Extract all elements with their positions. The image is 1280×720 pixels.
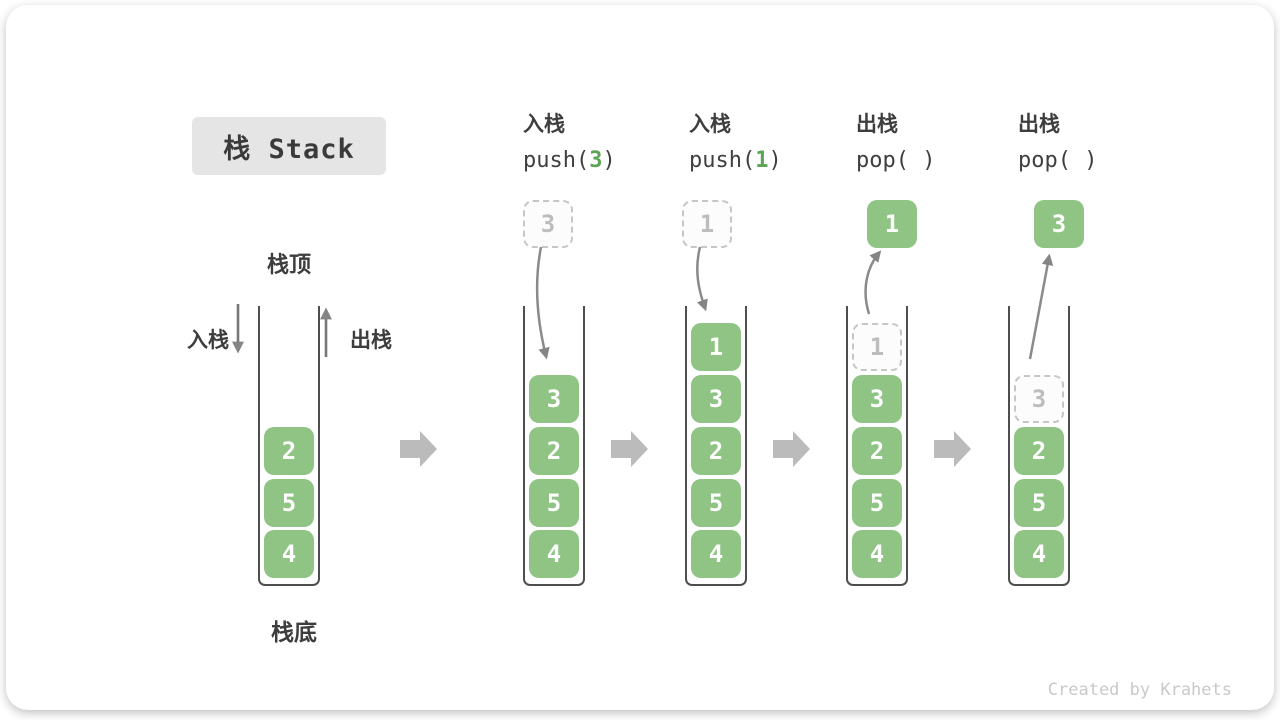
push-arg-value: 3 bbox=[589, 148, 603, 173]
stack-cell-ghost: 1 bbox=[852, 323, 902, 371]
push-side-label: 入栈 bbox=[187, 329, 229, 352]
push-arg-value: 1 bbox=[755, 148, 769, 173]
stack-cell: 5 bbox=[264, 479, 314, 527]
pop-side-label: 出栈 bbox=[350, 329, 392, 352]
stack-cell: 5 bbox=[691, 479, 741, 527]
stack-container-4: 1 3 2 5 4 bbox=[846, 306, 908, 586]
title-badge: 栈 Stack bbox=[192, 117, 386, 175]
stack-cell: 2 bbox=[264, 427, 314, 475]
stack-container-1: 2 5 4 bbox=[258, 306, 320, 586]
diagram-card: 栈 Stack 入栈 push(3) 入栈 push(1) 出栈 pop( ) … bbox=[6, 5, 1274, 710]
page-title: 栈 Stack bbox=[223, 133, 355, 165]
stack-cell: 4 bbox=[529, 530, 579, 578]
stack-cell: 2 bbox=[852, 427, 902, 475]
operation-code: pop( ) bbox=[856, 148, 936, 173]
stack-cell: 4 bbox=[852, 530, 902, 578]
stack-top-label: 栈顶 bbox=[266, 252, 312, 277]
operation-label-push-3: 入栈 push(3) bbox=[523, 108, 616, 173]
stack-cell: 3 bbox=[852, 375, 902, 423]
stack-cell: 3 bbox=[691, 375, 741, 423]
floating-value-ghost-3: 3 bbox=[523, 200, 573, 248]
operation-cn-label: 出栈 bbox=[1018, 113, 1060, 136]
stack-container-2: 3 2 5 4 bbox=[523, 306, 585, 586]
stack-cell: 5 bbox=[529, 479, 579, 527]
operation-cn-label: 出栈 bbox=[856, 113, 898, 136]
watermark: Created by Krahets bbox=[1047, 680, 1232, 700]
stack-cell: 4 bbox=[264, 530, 314, 578]
stack-cell: 5 bbox=[1014, 479, 1064, 527]
operation-label-push-1: 入栈 push(1) bbox=[689, 108, 782, 173]
stack-cell: 5 bbox=[852, 479, 902, 527]
stack-bottom-label: 栈底 bbox=[271, 619, 317, 645]
stack-cell: 2 bbox=[1014, 427, 1064, 475]
stack-cell: 4 bbox=[691, 530, 741, 578]
floating-value-ghost-1: 1 bbox=[682, 200, 732, 248]
operation-code: push(3) bbox=[523, 148, 616, 173]
stack-cell: 1 bbox=[691, 323, 741, 371]
operation-label-pop-1: 出栈 pop( ) bbox=[856, 108, 935, 173]
operation-label-pop-3: 出栈 pop( ) bbox=[1018, 108, 1097, 173]
stack-cell: 2 bbox=[691, 427, 741, 475]
stack-container-3: 1 3 2 5 4 bbox=[685, 306, 747, 586]
operation-cn-label: 入栈 bbox=[689, 113, 731, 136]
stack-cell: 2 bbox=[529, 427, 579, 475]
stack-container-5: 3 2 5 4 bbox=[1008, 306, 1070, 586]
operation-cn-label: 入栈 bbox=[523, 113, 565, 136]
operation-code: pop( ) bbox=[1018, 148, 1098, 173]
stack-cell: 3 bbox=[529, 375, 579, 423]
operation-code: push(1) bbox=[689, 148, 782, 173]
popped-value-3: 3 bbox=[1034, 200, 1084, 248]
popped-value-1: 1 bbox=[867, 200, 917, 248]
stack-cell: 4 bbox=[1014, 530, 1064, 578]
stack-cell-ghost: 3 bbox=[1014, 375, 1064, 423]
